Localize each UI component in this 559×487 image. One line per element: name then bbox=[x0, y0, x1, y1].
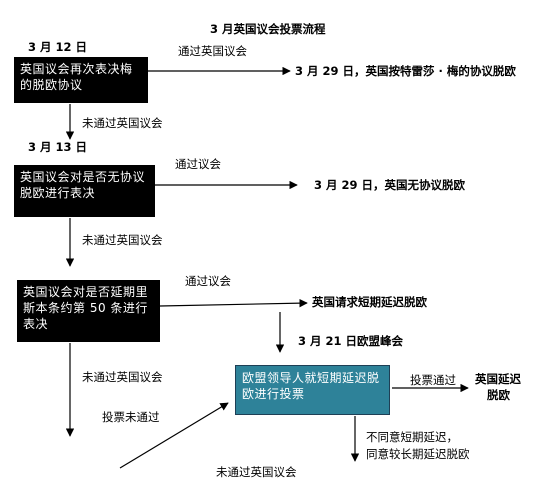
label-fail-2: 未通过英国议会 bbox=[82, 233, 163, 247]
label-pass-1: 通过英国议会 bbox=[178, 44, 247, 58]
label-final-fail: 未通过英国议会 bbox=[216, 465, 297, 479]
box-vote-extension: 英国议会对是否延期里斯本条约第 50 条进行表决 bbox=[17, 280, 160, 342]
label-disagree-2: 同意较长期延迟脱欧 bbox=[366, 447, 470, 461]
outcome-deal-exit: 3 月 29 日，英国按特雷莎 · 梅的协议脱欧 bbox=[295, 64, 516, 78]
label-pass-3: 通过议会 bbox=[185, 274, 231, 288]
arrow-vote-fail bbox=[119, 402, 229, 469]
label-disagree-1: 不同意短期延迟， bbox=[366, 430, 458, 444]
date-label-1: 3 月 12 日 bbox=[28, 40, 88, 54]
box-vote-deal: 英国议会再次表决梅的脱欧协议 bbox=[14, 57, 148, 103]
label-fail-1: 未通过英国议会 bbox=[82, 116, 163, 130]
label-vote-pass: 投票通过 bbox=[410, 373, 456, 387]
label-pass-2: 通过议会 bbox=[175, 157, 221, 171]
outcome-no-deal-exit: 3 月 29 日，英国无协议脱欧 bbox=[314, 178, 466, 192]
label-vote-fail: 投票未通过 bbox=[102, 410, 160, 424]
date-label-2: 3 月 13 日 bbox=[28, 140, 88, 154]
outcome-request-extension: 英国请求短期延迟脱欧 bbox=[312, 295, 427, 309]
outcome-delay-line1: 英国延迟 bbox=[475, 372, 521, 386]
box-eu-vote: 欧盟领导人就短期延迟脱欧进行投票 bbox=[235, 365, 390, 415]
date-label-3: 3 月 21 日欧盟峰会 bbox=[298, 334, 404, 348]
arrow-pass-3 bbox=[159, 298, 308, 308]
box-vote-no-deal: 英国议会对是否无协议脱欧进行表决 bbox=[14, 165, 155, 217]
label-fail-3: 未通过英国议会 bbox=[82, 370, 163, 384]
diagram-title: 3 月英国议会投票流程 bbox=[210, 22, 326, 36]
outcome-delay-line2: 脱欧 bbox=[487, 388, 510, 402]
